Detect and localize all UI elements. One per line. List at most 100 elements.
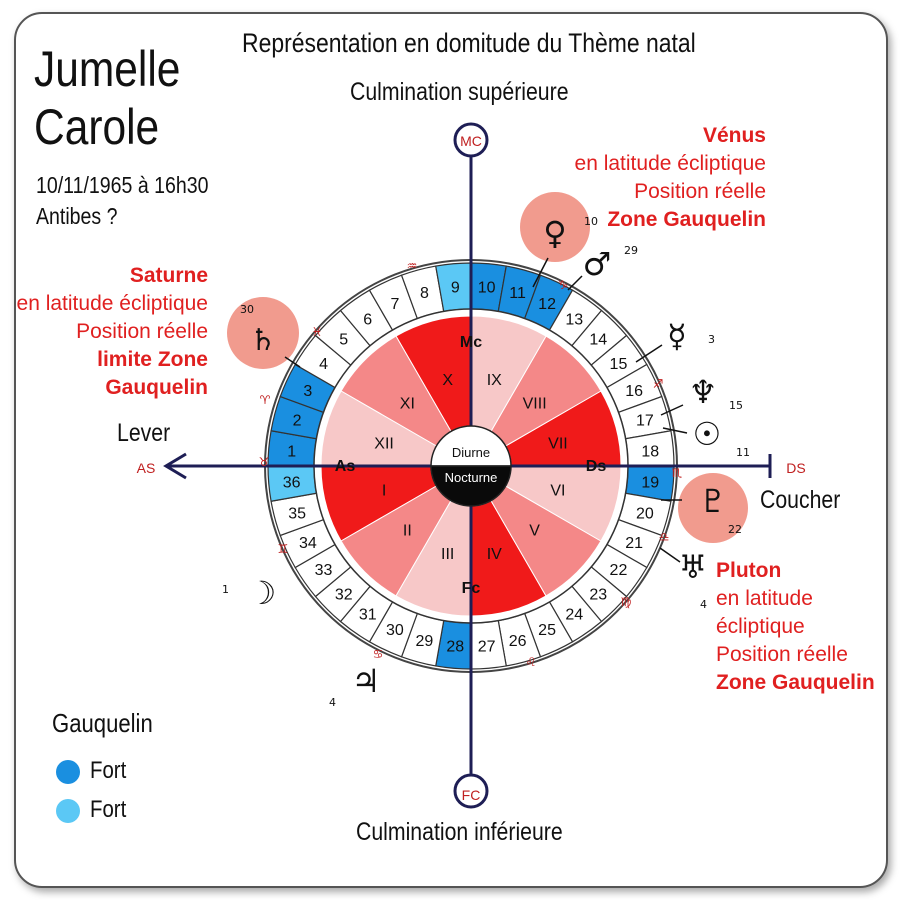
moon-degree: 1 [222, 583, 229, 596]
saturn-degree: 30 [240, 303, 254, 316]
sector-label-31: 31 [359, 606, 377, 623]
mercury-pointer [635, 344, 663, 363]
pluto-note-position: Position réelle [716, 643, 848, 666]
mercury-degree: 3 [708, 333, 715, 346]
nocturne-half [430, 465, 512, 507]
saturn-note: Saturne en latitude écliptique Position … [17, 262, 208, 402]
pluto-note-title: Pluton [716, 559, 782, 582]
legend-title: Gauquelin [52, 708, 153, 738]
culmination-inferieure: Culmination inférieure [356, 818, 563, 846]
house-label-IX: IX [487, 372, 502, 389]
saturn-note-position: Position réelle [76, 320, 208, 343]
saturn-note-latitude: en latitude écliptique [16, 292, 208, 315]
venus-degree: 10 [584, 215, 598, 228]
jupiter-degree: 4 [329, 696, 336, 709]
saturn-icon: ♄ [250, 323, 277, 358]
sector-label-19: 19 [641, 475, 659, 492]
leo-icon: ♌ [526, 655, 537, 669]
venus-note: Vénus en latitude écliptique Position ré… [575, 122, 766, 234]
scorpio-icon: ♏ [672, 466, 683, 480]
pluto-note-ecliptic: écliptique [716, 615, 805, 638]
sector-label-26: 26 [509, 633, 527, 650]
house-label-VII: VII [548, 436, 568, 453]
pluto-degree: 22 [728, 523, 742, 536]
venus-note-position: Position réelle [634, 180, 766, 203]
sun-degree: 11 [736, 446, 750, 459]
sector-label-12: 12 [538, 296, 556, 313]
pluto-icon: ♇ [699, 482, 728, 520]
birth-date: 10/11/1965 à 16h30 [36, 172, 209, 198]
mc-circle [453, 122, 489, 158]
house-label-V: V [529, 523, 540, 540]
saturn-note-title: Saturne [129, 264, 208, 287]
lever-label: Lever [117, 419, 171, 447]
house-label-I: I [382, 482, 386, 499]
sector-label-13: 13 [565, 312, 583, 329]
pluto-note-latitude: en latitude [716, 587, 813, 610]
libra-icon: ♎ [659, 530, 670, 544]
pluto-note-zone: Zone Gauquelin [716, 671, 875, 694]
sector-label-8: 8 [420, 285, 429, 302]
sector-label-27: 27 [478, 638, 496, 655]
house-label-XII: XII [374, 436, 394, 453]
house-label-VI: VI [550, 482, 565, 499]
sector-label-14: 14 [589, 332, 607, 349]
as-arrow-icon [163, 452, 187, 480]
mercury-icon: ☿ [667, 317, 687, 355]
venus-note-zone: Zone Gauquelin [607, 208, 766, 231]
sector-label-28: 28 [446, 638, 464, 655]
house-label-II: II [403, 523, 412, 540]
pluto-note: Pluton en latitude écliptique Position r… [716, 557, 875, 697]
ds-house-label: Ds [586, 458, 607, 475]
aquarius-icon: ♒ [407, 259, 418, 273]
pisces-icon: ♓ [312, 325, 323, 339]
sector-label-2: 2 [293, 412, 302, 429]
saturn-note-zone: limite Zone [97, 348, 208, 371]
mc-house-label: Mc [460, 334, 482, 351]
sector-label-29: 29 [416, 633, 434, 650]
capricorn-icon: ♑ [558, 278, 569, 292]
diurne-label: Diurne [452, 445, 490, 460]
legend-dot-light [56, 799, 80, 823]
sector-label-22: 22 [610, 562, 628, 579]
gemini-icon: ♊ [278, 542, 289, 556]
venus-note-latitude: en latitude écliptique [574, 152, 766, 175]
coucher-label: Coucher [760, 486, 841, 514]
pluto-highlight [678, 473, 748, 543]
moon-icon: ☽ [248, 574, 277, 612]
as-house-label: As [335, 458, 356, 475]
sagittarius-icon: ♐ [653, 377, 664, 391]
cancer-icon: ♋ [373, 647, 384, 661]
house-label-X: X [442, 372, 453, 389]
sector-label-36: 36 [283, 475, 301, 492]
sector-label-25: 25 [538, 622, 556, 639]
sector-label-23: 23 [589, 586, 607, 603]
sector-label-3: 3 [303, 383, 312, 400]
sector-label-11: 11 [509, 285, 526, 302]
fc-house-label: Fc [462, 580, 481, 597]
legend-label-strong: Fort [90, 757, 127, 784]
as-label: AS [137, 460, 156, 476]
virgo-icon: ♍ [621, 595, 632, 609]
sector-label-9: 9 [451, 280, 460, 297]
venus-icon: ♀ [543, 214, 566, 252]
sun-pointer [662, 427, 688, 434]
aries-icon: ♈ [260, 393, 271, 407]
jupiter-icon: ♃ [352, 662, 381, 700]
sector-label-4: 4 [319, 356, 328, 373]
house-label-IV: IV [487, 546, 502, 563]
sector-label-21: 21 [625, 535, 643, 552]
uranus-icon: ♅ [679, 548, 708, 586]
uranus-pointer [659, 547, 681, 563]
house-label-III: III [441, 546, 454, 563]
diurne-half [430, 425, 512, 467]
venus-highlight [520, 192, 590, 262]
nocturne-label: Nocturne [445, 470, 498, 485]
ds-label: DS [786, 460, 805, 476]
culmination-superieure: Culmination supérieure [350, 78, 569, 106]
sector-label-7: 7 [390, 296, 399, 313]
saturn-pointer [284, 356, 301, 368]
sector-label-17: 17 [636, 412, 654, 429]
fc-circle [453, 773, 489, 809]
birth-place: Antibes ? [36, 203, 118, 229]
